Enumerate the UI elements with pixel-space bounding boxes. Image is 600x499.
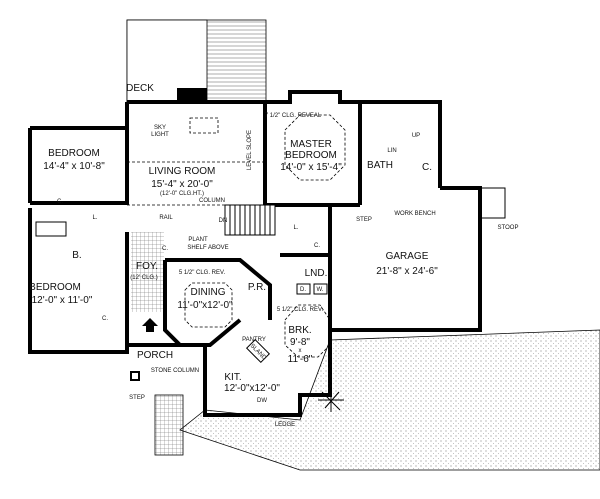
dining-note: 5 1/2" CLG. REV.	[179, 270, 226, 276]
label-linen-hall: L.	[293, 225, 298, 231]
master-bedroom-size: 14'-0" x 15'-4"	[280, 162, 342, 173]
front-walk	[154, 394, 184, 456]
label-level-slope: LEVEL SLOPE	[247, 130, 253, 170]
kitchen-name: KIT.	[224, 372, 241, 383]
garage-name: GARAGE	[386, 251, 429, 262]
plant-symbol-icon	[318, 388, 344, 412]
living-room-size: 15'-4" x 20'-0"	[151, 179, 213, 190]
label-work-bench: WORK BENCH	[394, 211, 435, 217]
label-closet-master: C.	[422, 162, 432, 173]
breakfast-note: 5 1/2" CLG. REV.	[277, 307, 324, 313]
bathtub	[35, 221, 67, 237]
label-master-bath: BATH	[367, 160, 393, 171]
label-ledge: LEDGE	[275, 422, 295, 428]
label-column: COLUMN	[199, 198, 225, 204]
label-dryer: D.	[300, 287, 306, 293]
breakfast-size-b: 11'-6"	[288, 354, 313, 365]
bedroom-2-name: BEDROOM	[29, 282, 81, 293]
bedroom-1-name: BEDROOM	[48, 148, 100, 159]
label-closet-hall: C.	[314, 243, 320, 249]
dining-name: DINING	[191, 287, 226, 298]
label-stone-column: STONE COLUMN	[151, 368, 199, 374]
label-up: UP	[412, 133, 420, 139]
label-step-garage: STEP	[356, 217, 372, 223]
label-linen: L.	[92, 215, 97, 221]
island	[245, 338, 271, 364]
bedroom-2-size: 12'-0" x 11'-0"	[32, 295, 93, 306]
label-pantry: PANTRY	[242, 337, 266, 343]
foyer-note: (12' CLG.)	[130, 275, 158, 281]
breakfast-size-a: 9'-8"	[290, 337, 310, 348]
breakfast-x: x	[299, 348, 302, 354]
label-powder-room: P.R.	[248, 282, 266, 293]
label-bath-small: B.	[72, 250, 81, 261]
stone-column	[130, 371, 140, 381]
label-step-porch: STEP	[129, 395, 145, 401]
label-closet-foyer: C.	[162, 246, 168, 252]
foyer-name: FOY.	[136, 261, 158, 272]
breakfast-name: BRK.	[288, 325, 311, 336]
bedroom-1-size: 14'-4" x 10'-8"	[43, 161, 105, 172]
label-washer: W.	[317, 287, 324, 293]
living-room-note: (12'-0" CLG.HT.)	[160, 191, 204, 197]
master-bedroom-name-1: MASTER	[290, 139, 332, 150]
kitchen-size: 12'-0"x12'-0"	[224, 383, 280, 394]
label-plant-shelf-2: SHELF ABOVE	[187, 245, 228, 251]
label-deck: DECK	[126, 83, 154, 94]
master-bedroom-name-2: BEDROOM	[285, 150, 337, 161]
dining-size: 11'-0"x12'-0"	[177, 300, 233, 311]
label-porch: PORCH	[137, 350, 173, 361]
stoop	[479, 187, 506, 219]
master-bedroom-note: 7 1/2" CLG. REVEAL	[265, 113, 322, 119]
entry-arrow-icon	[142, 318, 158, 332]
label-plant-shelf-1: PLANT	[188, 237, 208, 243]
label-stoop: STOOP	[498, 225, 519, 231]
label-lin: LIN	[387, 148, 396, 154]
washer	[313, 283, 328, 295]
walls	[28, 88, 482, 417]
garage-size: 21'-8" x 24'-6"	[376, 266, 438, 277]
label-laundry: LND.	[305, 268, 328, 279]
label-skylight-2: LIGHT	[151, 132, 169, 138]
label-closet-bed2: C.	[102, 316, 108, 322]
label-dw: DW	[257, 398, 267, 404]
stairs	[224, 204, 276, 236]
label-closet-bed1: C.	[57, 199, 63, 205]
label-dn: DN	[219, 218, 228, 224]
living-room-name: LIVING ROOM	[149, 166, 216, 177]
foyer-tile	[131, 232, 164, 312]
dryer	[296, 283, 311, 295]
label-rail: RAIL	[159, 215, 173, 221]
label-skylight-1: SKY	[154, 125, 166, 131]
patio	[179, 329, 600, 471]
